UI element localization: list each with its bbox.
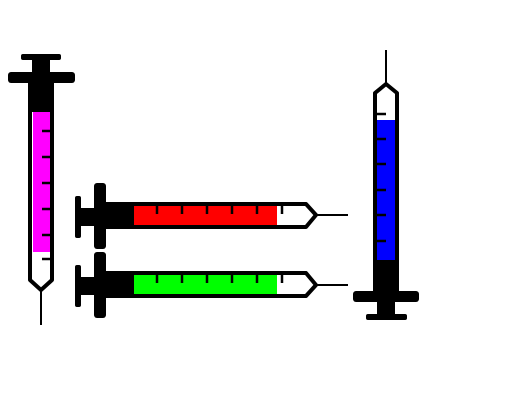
plunger-rod bbox=[78, 208, 98, 226]
graduation-ticks bbox=[155, 204, 284, 214]
plunger-rod bbox=[32, 58, 50, 76]
syringe-green bbox=[75, 252, 348, 318]
plunger-thumb-rest bbox=[21, 54, 61, 60]
graduation-ticks bbox=[155, 273, 284, 283]
finger-flange bbox=[353, 291, 419, 302]
finger-flange bbox=[94, 183, 106, 249]
plunger-thumb-rest bbox=[366, 314, 407, 320]
plunger-rod bbox=[78, 277, 98, 295]
graduation-ticks bbox=[375, 112, 386, 243]
plunger-stopper bbox=[377, 260, 395, 291]
finger-flange bbox=[94, 252, 106, 318]
fluid bbox=[33, 112, 50, 252]
plunger-stopper bbox=[107, 275, 134, 294]
plunger-stopper bbox=[32, 85, 50, 112]
syringe-magenta bbox=[8, 54, 75, 325]
fluid bbox=[134, 206, 277, 225]
finger-flange bbox=[8, 72, 75, 83]
syringe-red bbox=[75, 183, 348, 249]
syringe-blue bbox=[353, 50, 419, 320]
graduation-ticks bbox=[42, 129, 52, 261]
plunger-rod bbox=[377, 300, 395, 316]
plunger-stopper bbox=[107, 206, 134, 225]
fluid bbox=[134, 275, 277, 294]
